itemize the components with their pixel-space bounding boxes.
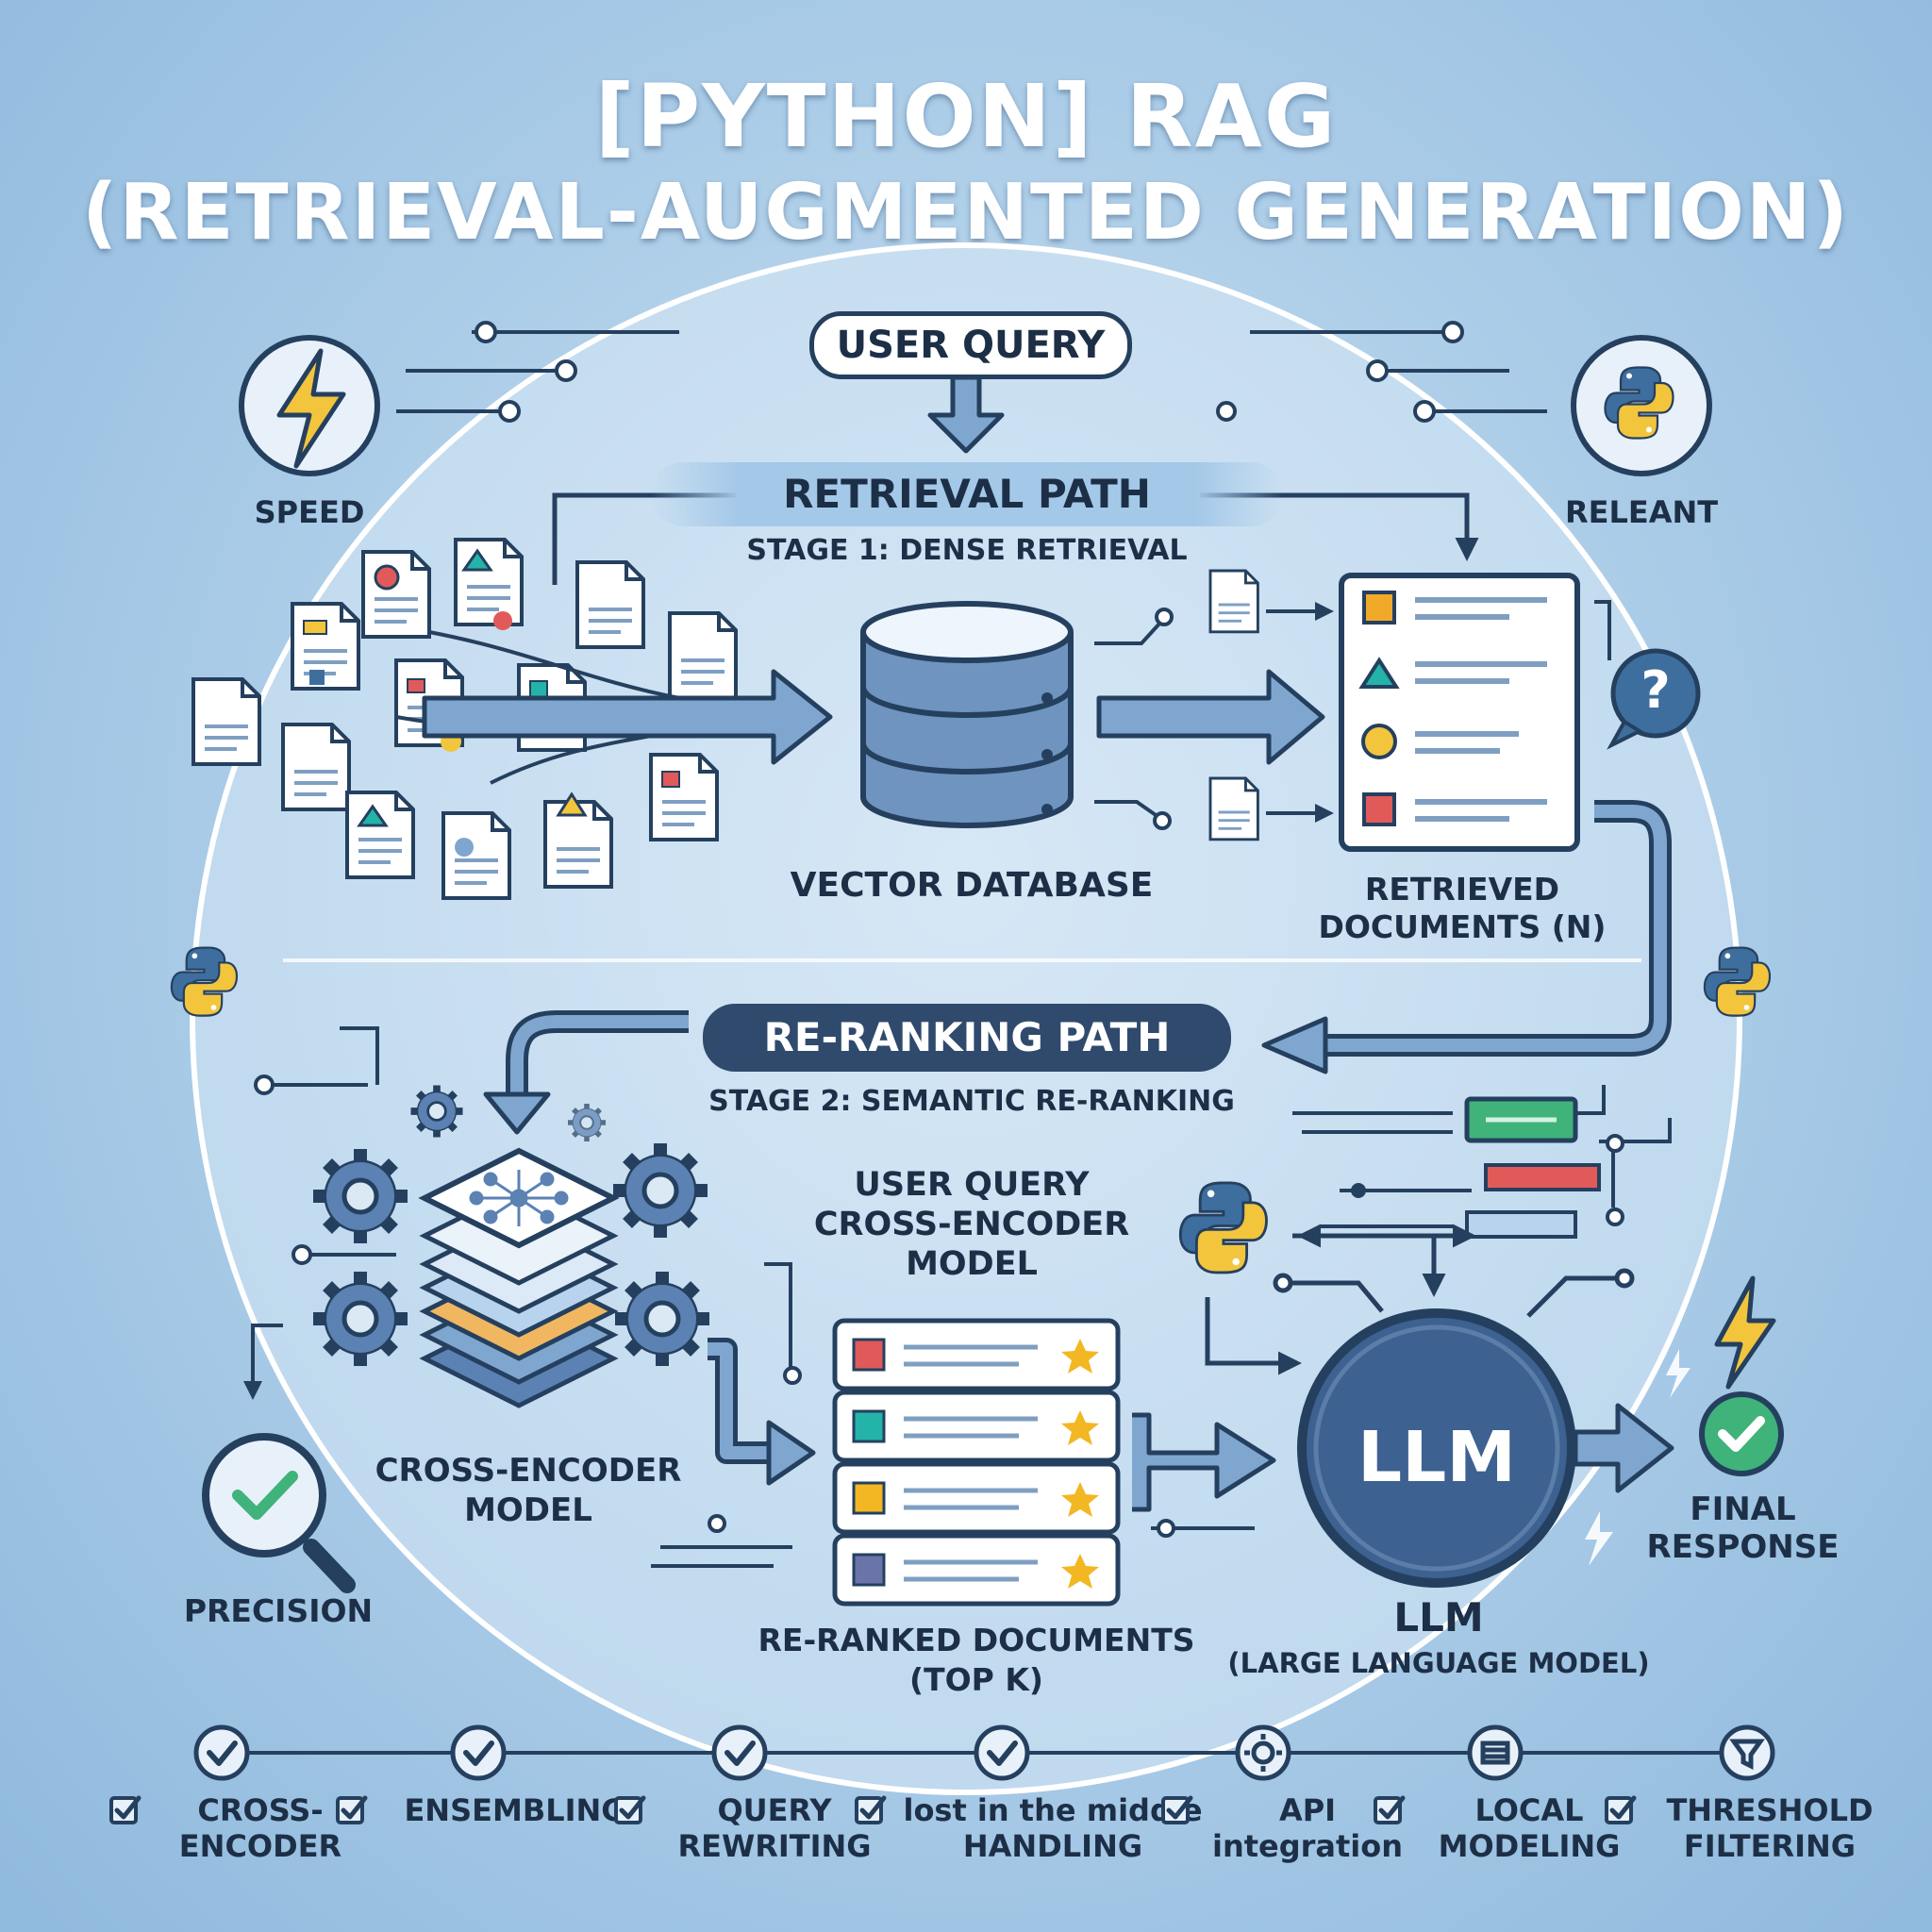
gear-icon — [313, 1272, 408, 1366]
feature-label-line-1: THRESHOLD — [1666, 1792, 1874, 1828]
cross-encoder-stack-icon — [418, 1147, 620, 1408]
question-bubble-icon — [1594, 600, 1701, 750]
feature-label: CROSS-ENCODER — [152, 1792, 369, 1864]
feature-label-line-2: FILTERING — [1683, 1828, 1857, 1864]
score-bars-icon — [1292, 1085, 1672, 1239]
cross-encoder-line-2: MODEL — [464, 1491, 592, 1529]
llm-sublabel: (LARGE LANGUAGE MODEL) — [1227, 1647, 1650, 1679]
llm-label: LLM — [1393, 1594, 1484, 1641]
checkbox-icon — [1160, 1792, 1194, 1830]
uq-label-line-2: CROSS-ENCODER — [813, 1206, 1130, 1243]
vector-database-icon — [860, 601, 1074, 828]
feature-label-line-2: integration — [1211, 1828, 1404, 1864]
gear-icon — [411, 1086, 463, 1138]
retrieved-documents-label: RETRIEVED DOCUMENTS (N) — [1302, 871, 1623, 946]
reranked-documents-icon — [832, 1318, 1121, 1607]
feature-label-line-1: QUERY — [717, 1792, 832, 1828]
stage-2-label: STAGE 2: SEMANTIC RE-RANKING — [708, 1085, 1235, 1118]
stage-1-label: STAGE 1: DENSE RETRIEVAL — [746, 534, 1188, 567]
checkbox-icon — [1373, 1792, 1407, 1830]
final-line-1: FINAL — [1690, 1491, 1796, 1528]
checkbox-icon — [613, 1792, 647, 1830]
question-mark: ? — [1641, 660, 1671, 720]
gear-icon — [615, 1272, 709, 1366]
feature-label-line-1: ENSEMBLING — [404, 1792, 626, 1828]
gear-icon — [568, 1104, 606, 1141]
releant-label: RELEANT — [1564, 494, 1719, 530]
re-ranking-path-label: RE-RANKING PATH — [703, 1004, 1231, 1072]
llm-node — [1297, 1308, 1576, 1588]
feature-label: ENSEMBLING — [378, 1792, 652, 1828]
retrieved-label-line-1: RETRIEVED — [1364, 871, 1560, 908]
final-line-2: RESPONSE — [1646, 1528, 1840, 1566]
feature-label-line-1: lost in the middle — [903, 1792, 1203, 1828]
precision-label: PRECISION — [183, 1592, 374, 1629]
checkbox-icon — [1604, 1792, 1638, 1830]
feature-label-line-2: MODELING — [1438, 1828, 1621, 1864]
title-line-1: [PYTHON] RAG — [594, 66, 1338, 167]
feature-label-line-1: API — [1278, 1792, 1337, 1828]
document-pile-icon — [192, 538, 738, 900]
gear-icon — [313, 1149, 408, 1243]
uq-label-line-3: MODEL — [906, 1245, 1038, 1283]
feature-label-line-2: REWRITING — [677, 1828, 872, 1864]
reranked-documents-label: RE-RANKED DOCUMENTS (TOP K) — [755, 1621, 1198, 1700]
feature-item: CROSS-ENCODER — [108, 1792, 369, 1864]
user-query-pill: USER QUERY — [809, 311, 1132, 379]
uq-label-line-1: USER QUERY — [854, 1166, 1090, 1204]
python-logo-icon — [1571, 335, 1712, 476]
magnifier-icon — [202, 1433, 356, 1593]
cross-encoder-model-label: CROSS-ENCODER MODEL — [358, 1451, 698, 1530]
feature-label-line-1: LOCAL — [1474, 1792, 1584, 1828]
cross-encoder-line-1: CROSS-ENCODER — [375, 1452, 682, 1490]
lightning-icon — [1714, 1275, 1776, 1390]
retrieved-label-line-2: DOCUMENTS (N) — [1318, 908, 1607, 945]
speed-icon — [239, 335, 380, 476]
reranked-line-1: RE-RANKED DOCUMENTS — [758, 1622, 1195, 1658]
final-check-icon — [1699, 1391, 1784, 1476]
user-query-cross-encoder-label: USER QUERY CROSS-ENCODER MODEL — [774, 1165, 1170, 1284]
feature-item: ENSEMBLING — [335, 1792, 652, 1830]
query-down-arrow — [927, 375, 1005, 454]
final-response-label: FINAL RESPONSE — [1632, 1491, 1854, 1566]
reranked-line-2: (TOP K) — [909, 1661, 1043, 1698]
llm-badge: LLM — [1357, 1417, 1516, 1498]
feature-label-line-1: CROSS- — [197, 1792, 324, 1828]
feature-timeline — [193, 1724, 1775, 1781]
vector-database-label: VECTOR DATABASE — [790, 866, 1154, 905]
retrieval-path-label: RETRIEVAL PATH — [651, 462, 1283, 526]
checkbox-icon — [108, 1792, 142, 1830]
checkbox-icon — [854, 1792, 888, 1830]
checkbox-icon — [335, 1792, 369, 1830]
feature-label-line-2: HANDLING — [962, 1828, 1143, 1864]
speed-label: SPEED — [254, 494, 365, 530]
feature-label-line-2: ENCODER — [178, 1828, 342, 1864]
gear-icon — [613, 1143, 708, 1238]
retrieved-documents-icon — [1339, 573, 1580, 852]
